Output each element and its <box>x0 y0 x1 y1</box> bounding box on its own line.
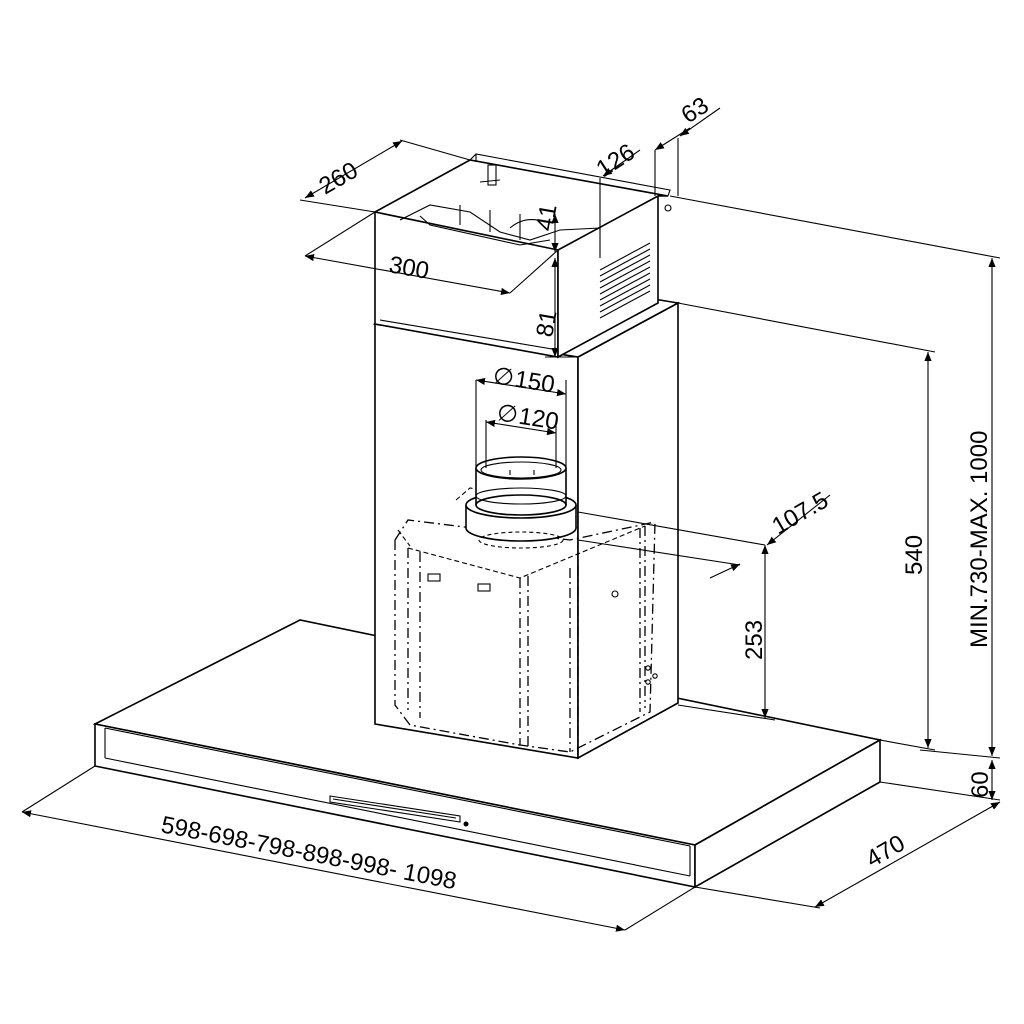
diameter-symbol-150: ∅ <box>491 362 516 392</box>
air-outlet <box>465 456 577 549</box>
chimney-side-face <box>577 301 679 760</box>
dim-outlet-inner: 120 <box>517 403 561 436</box>
dim-total-height: MIN.730-MAX. 1000 <box>966 431 993 648</box>
dim-chimney-depth: 260 <box>315 157 363 200</box>
dim-canopy-depth: 470 <box>862 830 910 873</box>
vent-slots <box>599 242 651 319</box>
dim-outlet-offset: 107.5 <box>768 487 834 540</box>
dim-chimney-overlap: 81 <box>531 308 562 339</box>
dim-body-height: 540 <box>901 535 928 575</box>
dim-outlet-outer: 150 <box>513 366 557 399</box>
dim-bracket-height: 41 <box>531 202 562 233</box>
diameter-symbol-120: ∅ <box>495 399 520 429</box>
indicator-light <box>463 821 469 827</box>
dim-canopy-thickness: 60 <box>967 771 994 798</box>
dim-motor-height: 253 <box>741 620 768 660</box>
dimension-lines <box>21 107 1001 932</box>
dim-bracket-side: 63 <box>677 92 714 129</box>
